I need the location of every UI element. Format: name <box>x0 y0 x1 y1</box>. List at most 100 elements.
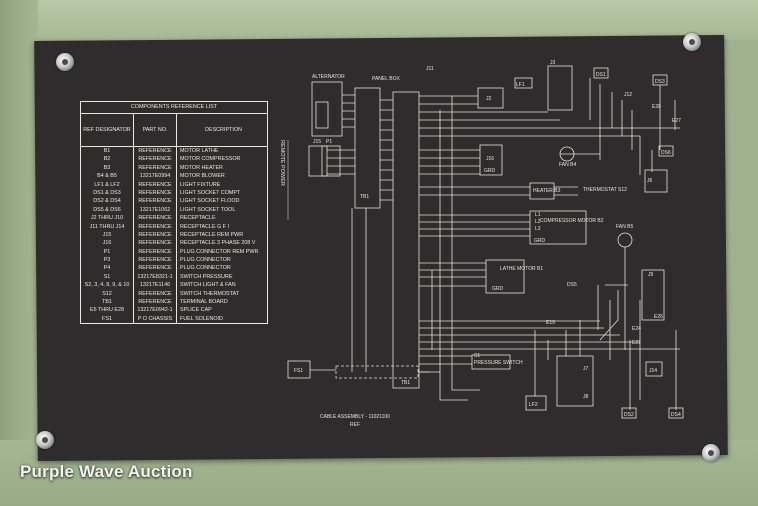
cell-part: 13217E0942-1 <box>134 306 177 315</box>
label-fs1: FS1 <box>294 368 303 374</box>
cell-desc: RECEPTACLE <box>180 215 216 222</box>
bolt-bottom-right <box>702 444 720 462</box>
label-j11: J11 <box>426 66 434 72</box>
label-lathe-motor: LATHE MOTOR B1 <box>500 266 543 272</box>
j6-block <box>644 169 668 193</box>
label-ref: REF <box>350 422 360 428</box>
cable-assembly-box <box>335 365 419 379</box>
cell-part: REFERENCE <box>134 214 177 223</box>
cell-desc: MOTOR LATHE <box>180 148 219 154</box>
fs1-box <box>287 360 311 379</box>
cell-desc: LIGHT SOCKET TOOL <box>180 206 236 213</box>
label-e27: E27 <box>672 118 681 124</box>
cell-ref: B4 & B5 <box>81 172 134 181</box>
label-lathe-grd: GRD <box>492 286 504 292</box>
diagram-labels: ALTERNATOR PANEL BOX REMOTE POWER J15 P1… <box>279 60 681 428</box>
label-ds4: DS4 <box>671 412 681 418</box>
lf1-box <box>514 77 533 89</box>
label-j9: J9 <box>648 272 654 278</box>
label-ds6: DS6 <box>661 150 671 156</box>
bolt-top-right <box>683 33 701 51</box>
alternator-box <box>311 81 343 137</box>
cell-ref: J15 <box>81 230 134 240</box>
cell-desc: MOTOR BLOWER <box>180 173 225 180</box>
fan-b5-circle <box>617 232 633 248</box>
label-e28: E28 <box>652 104 661 110</box>
cell-desc: LIGHT SOCKET COMPT <box>180 189 241 196</box>
cell-ref: DS2 & DS4 <box>81 197 134 206</box>
label-ds1: DS1 <box>596 72 606 78</box>
lathe-motor-box <box>485 259 525 294</box>
cell-part: REFERENCE <box>134 264 177 273</box>
cell-desc: LIGHT FIXTURE <box>180 181 221 188</box>
cell-ref: LF1 & LF2 <box>81 180 134 189</box>
alternator-terminal-block <box>315 101 329 129</box>
j2-receptacle <box>477 87 504 109</box>
cell-part: P O CHASSIS <box>134 314 177 324</box>
cell-desc: SPLICE CAP <box>180 307 212 314</box>
label-heater: HEATER B3 <box>533 188 561 194</box>
label-fan-b4: FAN B4 <box>559 162 576 168</box>
label-ds3: DS3 <box>655 79 665 85</box>
p1-connector <box>321 145 341 177</box>
cell-ref: B1 <box>81 147 134 156</box>
j15-connector <box>308 145 328 177</box>
j14-box <box>645 361 663 377</box>
label-j12: J12 <box>624 92 632 98</box>
label-j2: J2 <box>486 96 492 102</box>
cell-part: REFERENCE <box>134 222 177 231</box>
cell-desc: MOTOR HEATER <box>180 164 223 171</box>
j3-switch-block <box>547 65 573 111</box>
cell-ref: FS1 <box>81 314 134 324</box>
label-j3: J3 <box>550 60 556 66</box>
ds6-box <box>658 145 674 157</box>
ds1-box <box>593 67 609 79</box>
components-reference-table: COMPONENTS REFERENCE LIST REF DESIGNATOR… <box>80 101 268 325</box>
label-fan-b5: FAN B5 <box>616 224 633 230</box>
cell-part: REFERENCE <box>134 197 177 206</box>
tb1-terminal-strip <box>392 91 420 389</box>
label-panel-box: PANEL BOX <box>372 76 400 82</box>
cell-part: 13217E1062 <box>134 205 177 215</box>
green-wall-left <box>0 0 38 506</box>
cell-part: REFERENCE <box>134 163 177 173</box>
label-j8: J8 <box>583 394 589 400</box>
header-description: DESCRIPTION <box>205 126 242 133</box>
cell-part: REFERENCE <box>134 289 177 299</box>
label-ds5: DS5 <box>567 282 577 288</box>
cell-desc: RECEPTACLE REM PWR <box>180 231 244 238</box>
pressure-switch-box <box>471 354 511 370</box>
label-pressure-switch: PRESSURE SWITCH <box>474 360 523 366</box>
cell-ref: B3 <box>81 163 134 173</box>
label-tb1-left: TB1 <box>360 194 369 200</box>
label-j15: J15 <box>313 139 321 145</box>
label-lf1: LF1 <box>516 82 525 88</box>
cell-desc: LIGHT SOCKET FLOOD <box>180 198 240 205</box>
cell-part: REFERENCE <box>134 230 177 240</box>
lf2-box <box>525 395 547 411</box>
green-wall-top <box>0 0 758 40</box>
compressor-motor-box <box>529 210 587 245</box>
cell-part: REFERENCE <box>134 188 177 198</box>
ds2-box <box>621 407 637 419</box>
label-remote-power: REMOTE POWER <box>279 140 285 186</box>
label-j16-grd: GRD <box>484 168 496 174</box>
label-e19: E19 <box>546 320 555 326</box>
label-j14: J14 <box>649 368 657 374</box>
cell-part: REFERENCE <box>134 247 177 257</box>
label-thermostat: THERMOSTAT S12 <box>583 187 627 193</box>
cell-desc: FUEL SOLENOID <box>180 315 223 322</box>
cell-desc: SWITCH THERMOSTAT <box>180 290 239 297</box>
label-cable-assembly: CABLE ASSEMBLY - 11021100 <box>320 414 390 420</box>
label-e26: E26 <box>654 314 663 320</box>
